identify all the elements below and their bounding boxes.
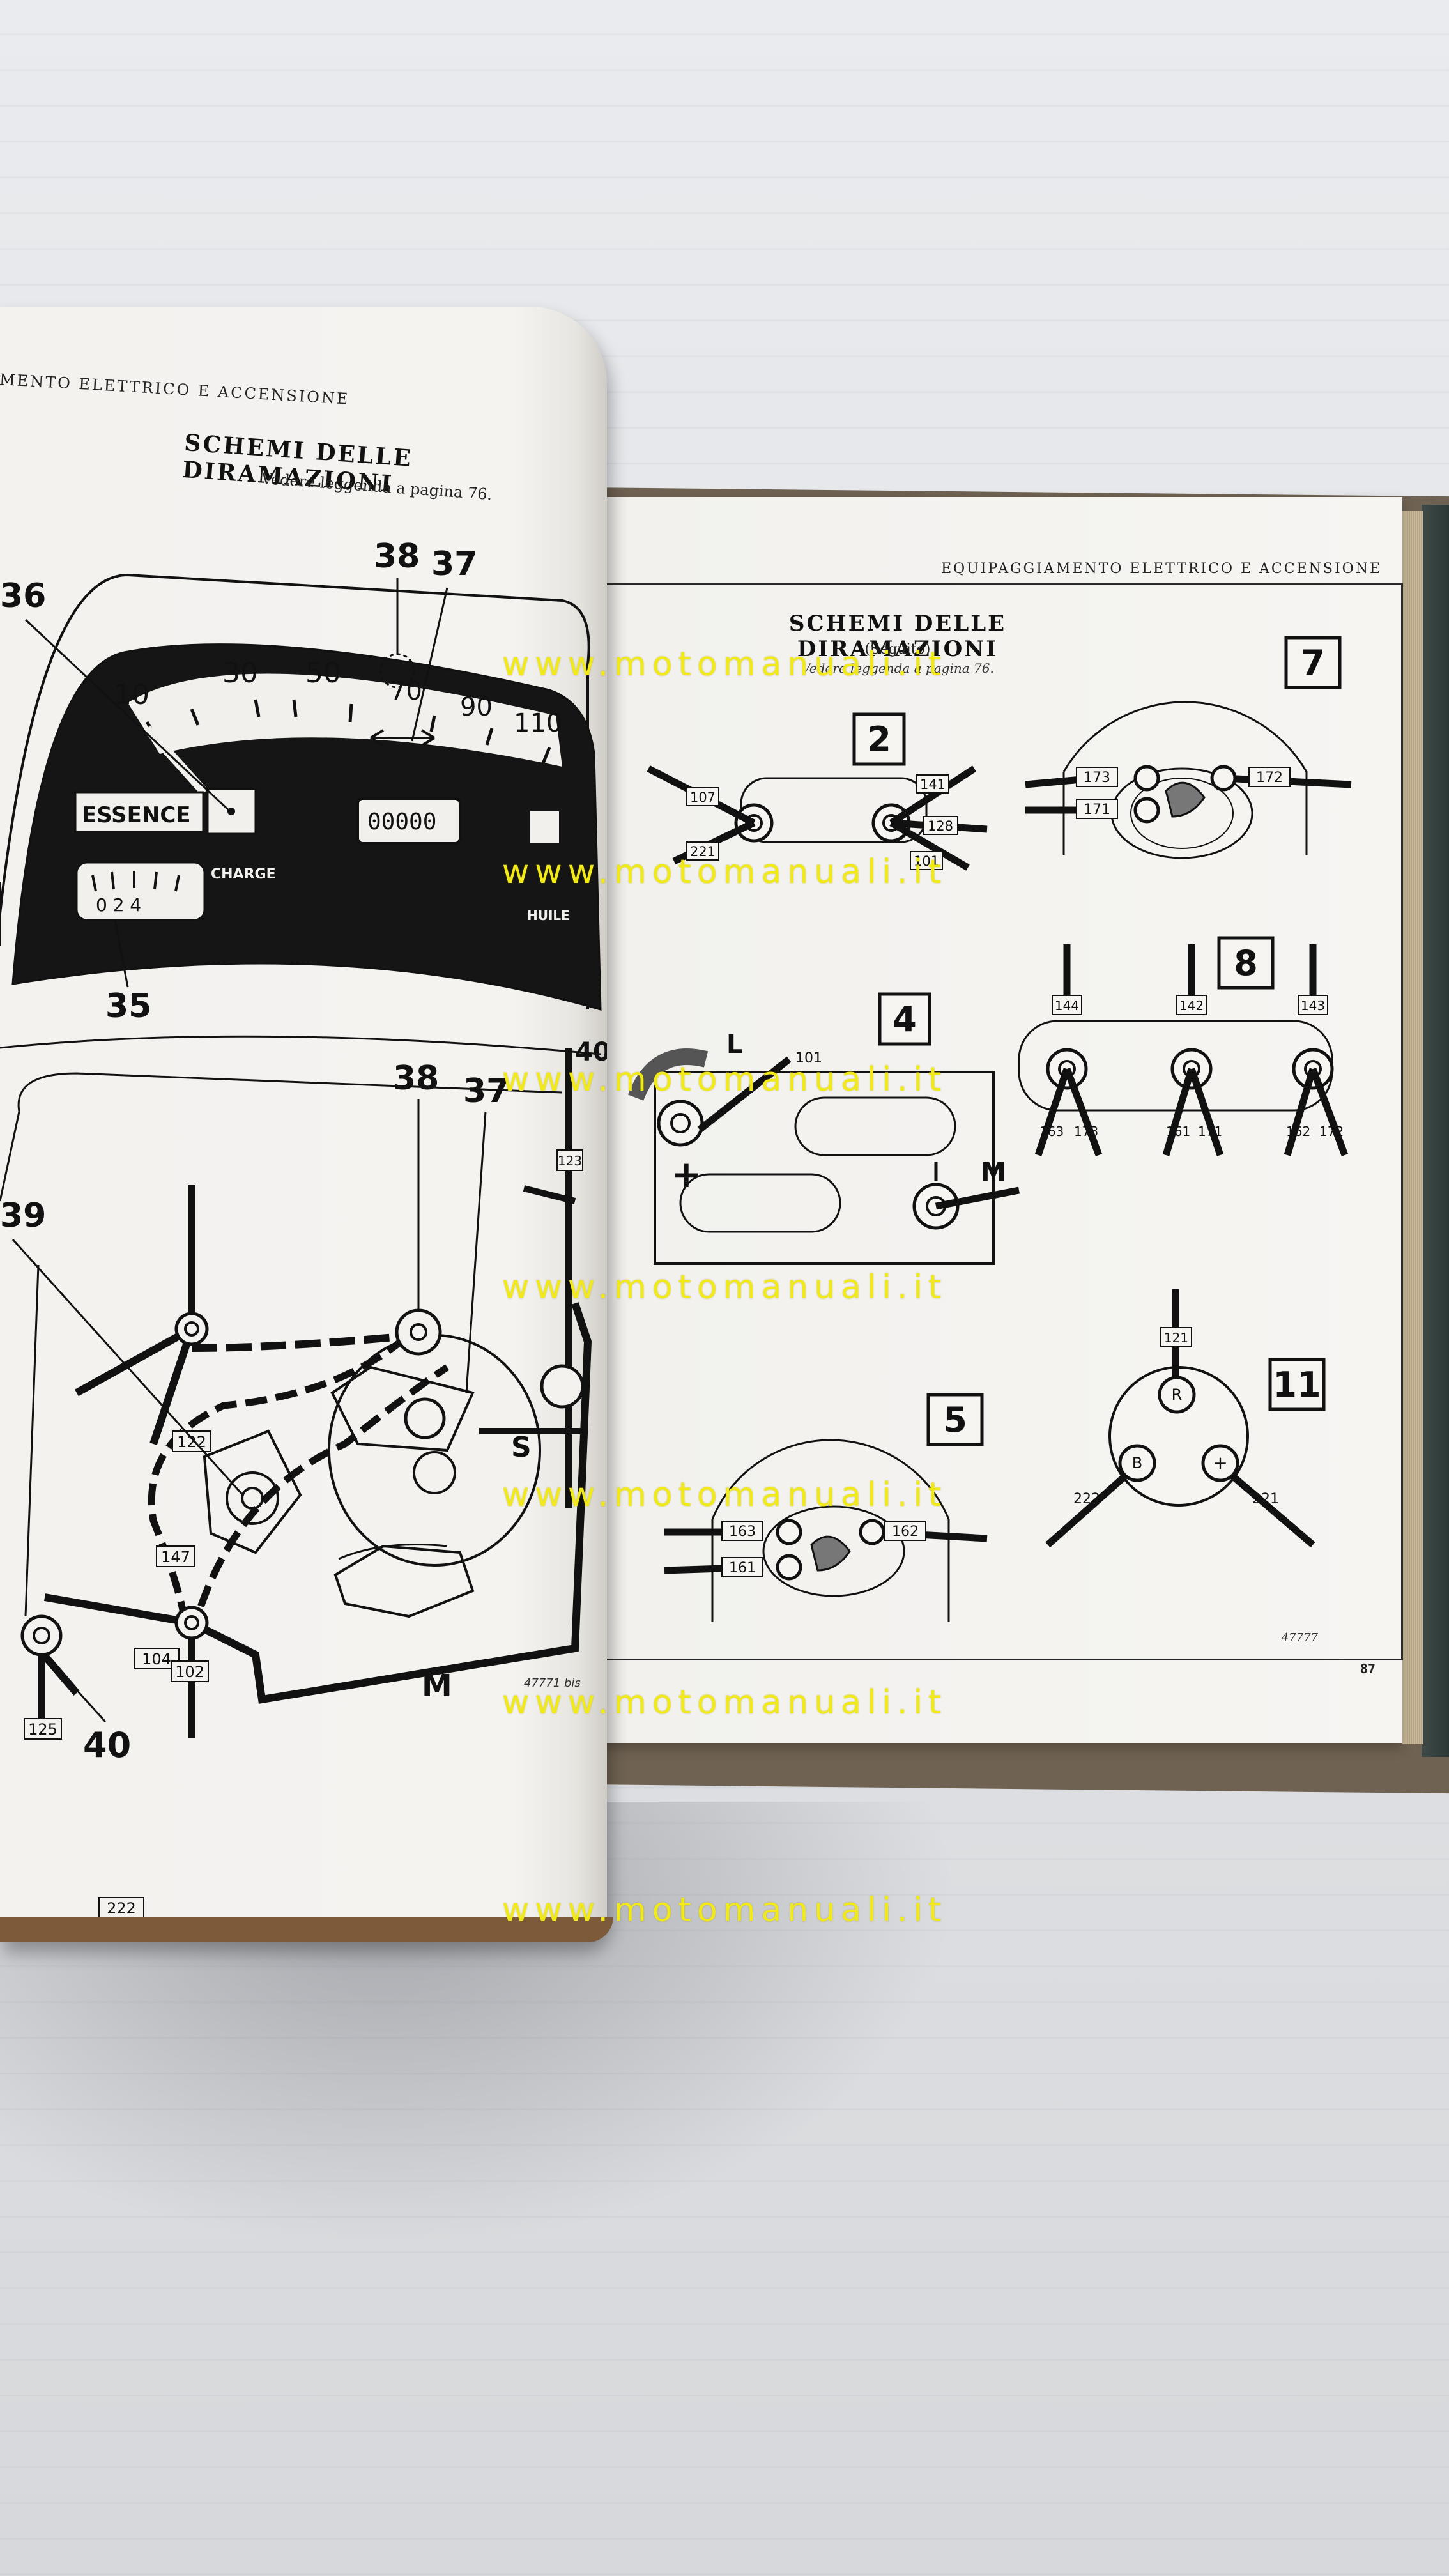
svg-text:35: 35	[105, 987, 151, 1025]
svg-text:173: 173	[1084, 770, 1110, 786]
charge-label: CHARGE	[211, 866, 276, 882]
watermark: www.motomanuali.it	[502, 1683, 947, 1722]
book-cover-edge	[1422, 505, 1449, 1757]
figure-7: 7 173 171 172	[1025, 636, 1352, 859]
svg-text:125: 125	[28, 1721, 57, 1738]
letter-m: M	[422, 1668, 452, 1704]
right-page-subtitle: (Seguito)	[864, 641, 931, 657]
watermark: www.motomanuali.it	[502, 853, 947, 891]
svg-text:171: 171	[1198, 1124, 1222, 1139]
dial-110: 110	[514, 709, 562, 738]
svg-text:107: 107	[690, 790, 716, 805]
svg-text:40: 40	[575, 1038, 607, 1067]
odometer-value: 00000	[367, 809, 436, 835]
watermark: www.motomanuali.it	[502, 645, 947, 684]
fuel-label: ESSENCE	[82, 802, 191, 828]
dial-30: 30	[222, 657, 258, 689]
page-stack-edges	[1402, 511, 1423, 1744]
svg-text:38: 38	[374, 537, 420, 576]
right-page-footer-code: 47777	[1281, 1631, 1318, 1644]
svg-text:173: 173	[1074, 1124, 1098, 1139]
svg-text:101: 101	[914, 854, 939, 869]
svg-text:161: 161	[1166, 1124, 1190, 1139]
svg-text:8: 8	[1234, 943, 1258, 983]
svg-text:142: 142	[1179, 998, 1204, 1013]
svg-text:7: 7	[1301, 643, 1325, 683]
svg-text:172: 172	[1319, 1124, 1344, 1139]
svg-text:11: 11	[1273, 1365, 1321, 1405]
page-bottom-edge	[0, 1917, 613, 1942]
svg-text:36: 36	[0, 577, 46, 615]
dial-70: 70	[390, 677, 422, 706]
right-page-title: SCHEMI DELLE DIRAMAZIONI	[788, 611, 1007, 662]
svg-text:172: 172	[1256, 770, 1283, 786]
svg-text:162: 162	[892, 1524, 919, 1540]
right-page-header: EQUIPAGGIAMENTO ELETTRICO E ACCENSIONE	[941, 561, 1382, 577]
svg-text:102: 102	[175, 1663, 204, 1681]
watermark: www.motomanuali.it	[502, 1476, 947, 1514]
svg-text:221: 221	[690, 844, 716, 859]
svg-text:37: 37	[463, 1072, 509, 1110]
svg-text:222: 222	[1073, 1491, 1100, 1507]
dial-50: 50	[305, 657, 341, 689]
svg-text:101: 101	[795, 1050, 822, 1066]
svg-text:123: 123	[558, 1153, 582, 1169]
figure-5: 5 163 161 162	[664, 1393, 988, 1621]
figure-11: 11 R B + 121 222 221	[1045, 1289, 1326, 1548]
charge-scale: 0 2 4	[96, 894, 141, 916]
figure-8: 8 144 142 143 163 173 161 171 162 172	[1018, 936, 1349, 1156]
svg-text:121: 121	[1164, 1330, 1188, 1346]
svg-text:+: +	[671, 1153, 702, 1196]
figure-2: 2 107 221 141 128 101	[647, 712, 988, 871]
svg-text:38: 38	[393, 1059, 439, 1098]
watermark: www.motomanuali.it	[502, 1268, 947, 1307]
svg-text:144: 144	[1055, 998, 1079, 1013]
watermark: www.motomanuali.it	[502, 1061, 947, 1099]
svg-text:222: 222	[107, 1899, 136, 1917]
svg-text:L: L	[726, 1030, 743, 1059]
dial-90: 90	[460, 693, 493, 722]
svg-text:171: 171	[1084, 802, 1110, 818]
svg-text:141: 141	[920, 777, 946, 792]
svg-text:104: 104	[142, 1650, 171, 1668]
figure-4: 4 L + M 101	[627, 992, 1020, 1265]
page-number: 87	[1360, 1661, 1376, 1676]
right-page: EQUIPAGGIAMENTO ELETTRICO E ACCENSIONE S…	[578, 497, 1403, 1743]
svg-text:M: M	[981, 1158, 1006, 1187]
right-page-legend-note: Vedere leggenda a pagina 76.	[801, 661, 994, 676]
left-page-diagrams: 10 30 50 70 90 110 ESSENCE 00000	[0, 537, 607, 1919]
left-page: MENTO ELETTRICO E ACCENSIONE SCHEMI DELL…	[0, 307, 613, 1942]
fig2-number: 2	[867, 719, 891, 760]
svg-text:R: R	[1172, 1386, 1183, 1404]
left-page-footer-code: 47771 bis	[524, 1676, 581, 1690]
svg-text:163: 163	[1039, 1124, 1064, 1139]
dial-10: 10	[114, 678, 150, 711]
oil-label: HUILE	[527, 908, 570, 923]
svg-text:4: 4	[893, 999, 917, 1039]
svg-text:221: 221	[1252, 1491, 1279, 1507]
svg-text:161: 161	[729, 1560, 756, 1576]
right-page-diagrams: 2 107 221 141 128 101 7	[627, 636, 1352, 1621]
svg-text:162: 162	[1286, 1124, 1310, 1139]
watermark: www.motomanuali.it	[502, 1891, 947, 1929]
svg-text:37: 37	[431, 545, 477, 583]
svg-text:39: 39	[0, 1197, 46, 1235]
svg-text:B: B	[1132, 1454, 1142, 1472]
svg-text:40: 40	[83, 1725, 131, 1765]
svg-text:147: 147	[161, 1548, 190, 1566]
svg-text:143: 143	[1301, 998, 1325, 1013]
page-frame	[596, 583, 1403, 1660]
svg-text:5: 5	[943, 1400, 967, 1440]
svg-text:163: 163	[729, 1524, 756, 1540]
svg-text:128: 128	[928, 818, 953, 834]
letter-s: S	[511, 1431, 532, 1464]
svg-text:+: +	[1213, 1452, 1227, 1473]
